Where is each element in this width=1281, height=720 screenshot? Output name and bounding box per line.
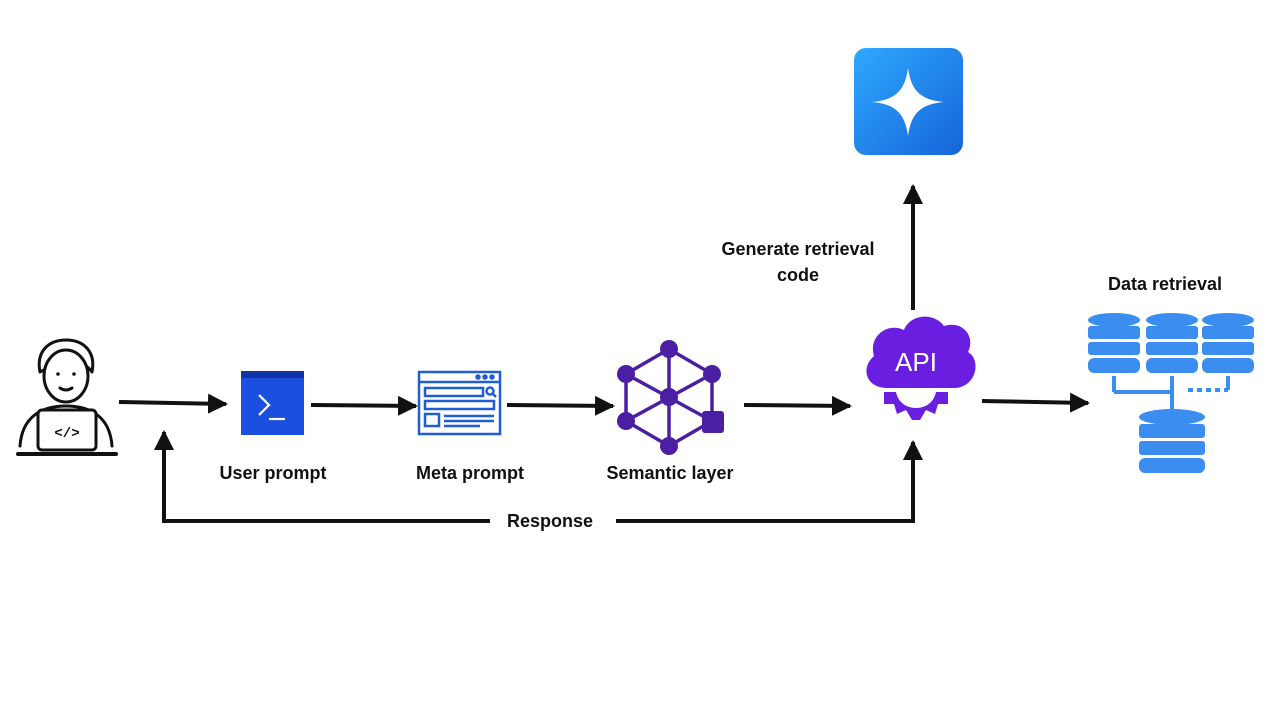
semantic-layer-label: Semantic layer — [606, 463, 734, 483]
database-bottom — [1139, 409, 1205, 473]
arrow-prompt-to-meta — [310, 395, 418, 416]
meta-prompt-label: Meta prompt — [416, 463, 524, 483]
user-prompt-label: User prompt — [219, 463, 327, 483]
database-cluster-icon — [1088, 313, 1254, 473]
developer-icon: </> — [16, 338, 118, 456]
data-retrieval-label: Data retrieval — [1107, 274, 1223, 294]
database-top-left — [1088, 313, 1140, 373]
svg-text:</>: </> — [54, 426, 79, 442]
arrow-api-to-data — [981, 392, 1090, 413]
api-cloud-icon: API — [866, 316, 976, 420]
browser-window-icon — [417, 370, 502, 436]
network-graph-icon — [617, 340, 724, 455]
arrow-user-to-prompt — [118, 393, 228, 414]
database-top-middle — [1146, 313, 1198, 373]
sparkle-icon — [854, 48, 963, 155]
generate-retrieval-code-label: Generate retrieval code — [721, 239, 875, 285]
response-label: Response — [490, 508, 610, 534]
database-top-right — [1202, 313, 1254, 373]
api-label: API — [895, 347, 937, 377]
arrow-response-to-user — [154, 430, 491, 523]
arrow-meta-to-semantic — [506, 395, 615, 416]
arrow-response-to-api — [616, 440, 923, 523]
arrow-semantic-to-api — [743, 395, 852, 416]
terminal-icon — [241, 371, 304, 435]
